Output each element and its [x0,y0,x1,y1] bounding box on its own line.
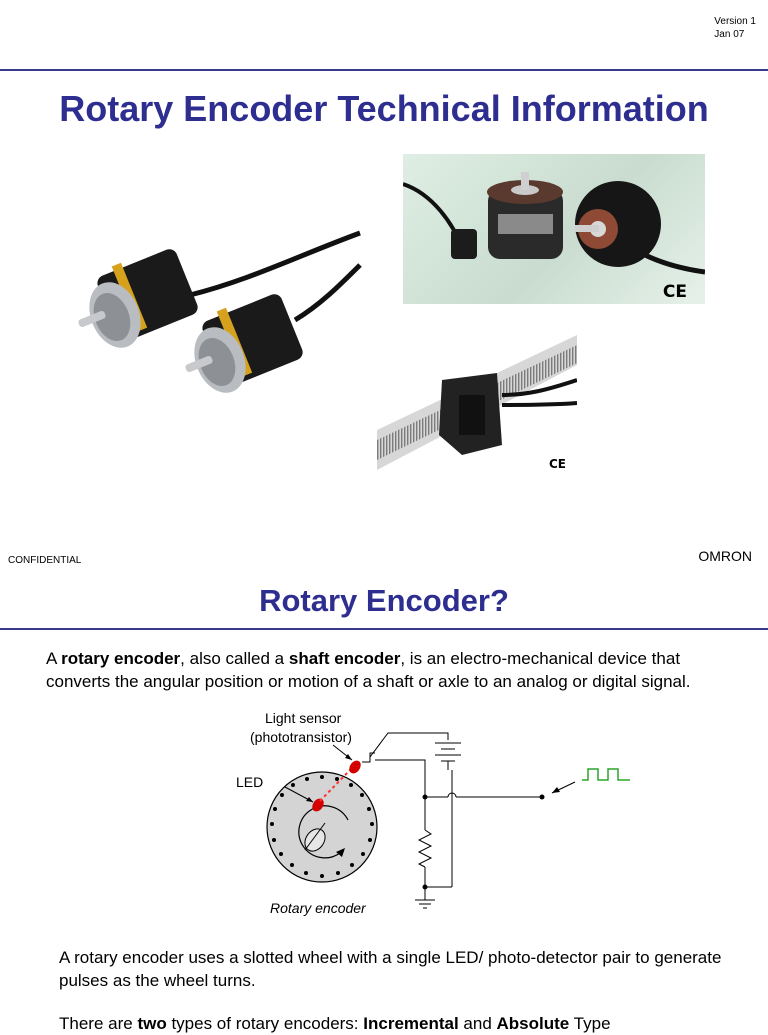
page-title: Rotary Encoder Technical Information [59,88,709,129]
version-number: Version 1 [714,16,756,27]
header-rule [0,69,768,71]
encoder-circuit-diagram: Light sensor (phototransistor) LED Rotar… [236,710,630,916]
encoder-pair-photo [78,230,362,393]
slotted-wheel-paragraph: A rotary encoder uses a slotted wheel wi… [59,948,722,990]
led-label: LED [236,774,263,790]
ce-mark-icon: CE [662,282,687,302]
section-rule [0,628,768,630]
encoder-photo-green-art [403,172,705,275]
version-info: Version 1 Jan 07 [714,15,756,41]
wheel-slots [270,775,374,878]
phototransistor-label: (phototransistor) [250,729,352,745]
section-title: Rotary Encoder? [259,583,509,618]
rotary-encoder-label: Rotary encoder [270,900,367,916]
light-sensor-label: Light sensor [265,710,342,726]
term-shaft-encoder: shaft encoder [288,649,401,668]
text-run: , is an electro-mechanical device that c… [46,649,691,691]
ce-mark-icon-2: CE [549,457,567,471]
confidential-label: CONFIDENTIAL [8,555,82,566]
term-rotary-encoder: rotary encoder [61,649,181,668]
brand-label: OMRON [698,548,752,564]
definition-paragraph: A rotary encoder, also called a shaft en… [46,647,746,693]
linear-sensor-photo: CE [377,335,577,475]
version-date: Jan 07 [714,29,745,40]
encoder-photo-green: CE [403,154,705,304]
linear-sensor-art [377,335,577,470]
text-run: A [46,649,62,668]
text-run: , also called a [180,649,289,668]
pulse-waveform [582,768,630,781]
